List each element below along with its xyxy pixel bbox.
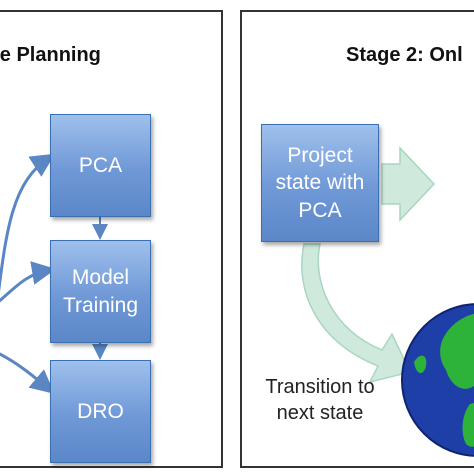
stage1-arrows — [0, 153, 108, 394]
model-training-box: Model Training — [50, 240, 151, 343]
stage2-graphics — [301, 146, 474, 457]
stage1-title: ine Planning — [0, 44, 101, 66]
stage1-panel: ine Planning PCA Model Training DRO — [0, 10, 223, 468]
arrow-to-dro — [0, 352, 55, 394]
stage2-panel: Stage 2: Onl Project state with PCA Tran… — [240, 10, 474, 468]
project-out-arrow — [381, 146, 436, 222]
stage2-title: Stage 2: Onl — [346, 44, 463, 66]
transition-curve-arrow — [301, 243, 412, 384]
dro-box: DRO — [50, 360, 151, 463]
pca-box: PCA — [50, 114, 151, 217]
project-state-box: Project state with PCA — [261, 124, 379, 242]
arrow-to-pca — [0, 153, 56, 293]
arrow-to-model-training — [0, 261, 56, 303]
globe-icon — [401, 303, 474, 457]
transition-label: Transition to next state — [265, 376, 375, 424]
